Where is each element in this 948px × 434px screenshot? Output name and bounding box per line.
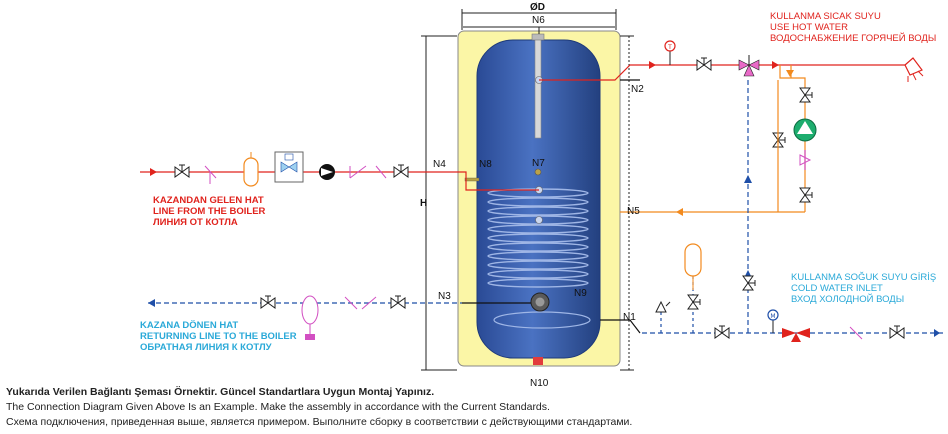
valve-icon [799,87,813,103]
n2-label: N2 [631,84,644,95]
heat-exchanger-coil [487,188,589,288]
valve-icon [799,187,813,203]
valve-icon [714,325,730,339]
strainer-icon [375,165,387,179]
hot-water-label: KULLANMA SICAK SUYU USE HOT WATER ВОДОСН… [770,11,937,45]
strainer-icon [204,165,217,184]
boiler-return-label: KAZANA DÖNEN HAT RETURNING LINE TO THE B… [140,320,297,354]
boiler-flow-label: KAZANDAN GELEN HAT LINE FROM THE BOILER … [153,195,266,229]
boiler-tank [457,30,621,367]
hot-water-label-tr: KULLANMA SICAK SUYU [770,11,881,22]
valve-icon [687,294,701,310]
shower-head-icon [904,57,924,82]
valve-icon [889,325,905,339]
valve-icon [390,295,406,309]
boiler-flow-label-ru: ЛИНИЯ ОТ КОТЛА [153,216,238,228]
note-en: The Connection Diagram Given Above Is an… [6,401,550,413]
n6-label: N6 [532,15,545,26]
anode-rod [534,37,542,139]
check-valve-icon [349,165,367,179]
hot-water-label-ru: ВОДОСНАБЖЕНИЕ ГОРЯЧЕЙ ВОДЫ [770,32,937,44]
height-label: H [420,198,428,209]
cold-water-label-en: COLD WATER INLET [791,282,883,294]
valve-icon [393,164,409,178]
boiler-return-label-ru: ОБРАТНАЯ ЛИНИЯ К КОТЛУ [140,341,272,353]
valve-icon [260,295,276,309]
n1-label: N1 [623,312,636,323]
valve-icon [696,57,712,71]
cold-water-label-ru: ВХОД ХОЛОДНОЙ ВОДЫ [791,293,905,305]
thermometer-icon: T [664,40,676,65]
three-way-valve-icon [782,328,810,342]
strainer-icon [344,296,358,310]
expansion-vessel-icon [301,295,319,340]
three-way-valve-icon [274,151,304,183]
hot-water-label-en: USE HOT WATER [770,21,848,33]
pump-icon [319,164,335,180]
valve-icon [174,164,190,178]
boiler-return-label-tr: KAZANA DÖNEN HAT [140,320,239,331]
svg-text:M: M [770,313,775,320]
cold-water-label: KULLANMA SOĞUK SUYU GİRİŞ COLD WATER INL… [791,272,937,306]
n10-label: N10 [530,378,549,389]
three-way-valve-icon [738,55,760,77]
boiler-flow-label-tr: KAZANDAN GELEN HAT [153,195,264,206]
n8-label: N8 [479,159,492,170]
expansion-vessel-icon [684,243,702,290]
strainer-icon [849,326,863,340]
valve-icon [742,275,756,291]
boiler-return-label-en: RETURNING LINE TO THE BOILER [140,330,297,342]
note-tr: Yukarıda Verilen Bağlantı Şeması Örnekti… [6,386,435,398]
svg-text:T: T [667,44,672,51]
drain-outlet [533,357,543,365]
n3-label: N3 [438,291,451,302]
check-valve-icon [361,296,377,310]
n4-label: N4 [433,159,446,170]
pressure-gauge-icon: M [767,309,779,333]
note-ru: Схема подключения, приведенная выше, явл… [6,416,633,428]
n5-label: N5 [627,206,640,217]
n9-label: N9 [574,288,587,299]
cold-water-label-tr: KULLANMA SOĞUK SUYU GİRİŞ [791,272,937,283]
diameter-label: ØD [530,2,545,13]
pump-icon [793,118,817,142]
valve-icon [772,132,786,148]
boiler-flow-label-en: LINE FROM THE BOILER [153,205,266,217]
safety-valve-icon [655,300,671,313]
n7-label: N7 [532,158,545,169]
assembly-notes: Yukarıda Verilen Bağlantı Şeması Örnekti… [6,385,632,430]
expansion-vessel-icon [243,152,259,187]
